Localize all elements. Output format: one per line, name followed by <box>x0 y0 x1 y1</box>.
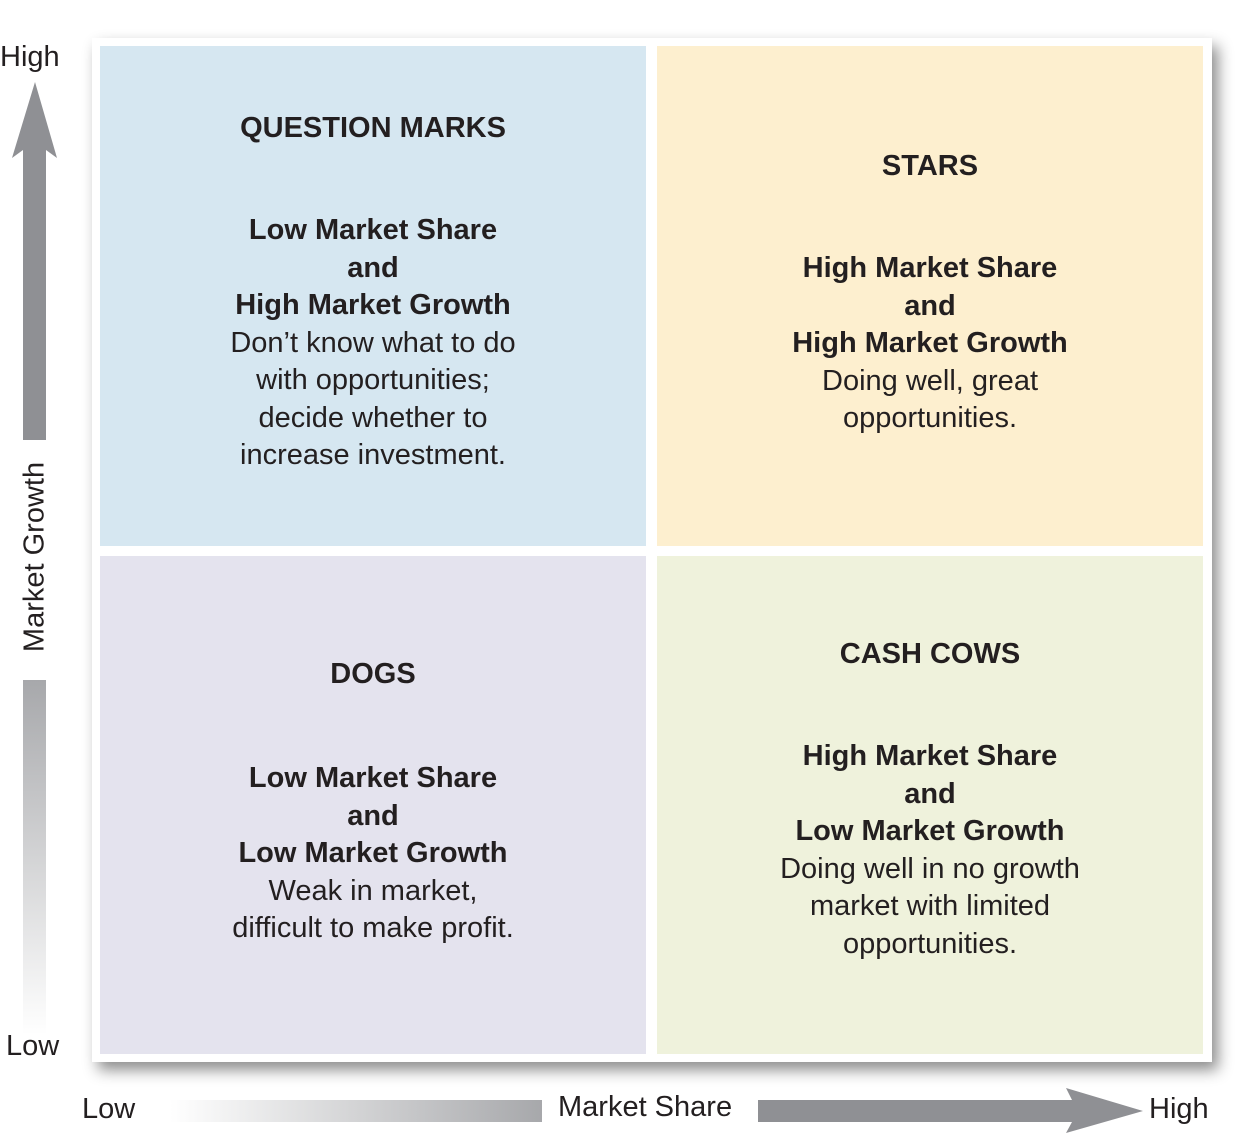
y-axis-arrow-icon <box>12 82 57 1035</box>
desc-line: Weak in market, <box>268 874 478 907</box>
quadrant-body: High Market Share and High Market Growth… <box>657 250 1203 438</box>
growth-text: Low Market Growth <box>238 837 508 869</box>
growth-text: Low Market Growth <box>795 815 1065 847</box>
and-text: and <box>904 289 956 322</box>
and-text: and <box>347 251 399 284</box>
and-text: and <box>904 777 956 810</box>
desc-line: opportunities. <box>842 927 1018 960</box>
share-text: Low Market Share <box>248 762 498 794</box>
quadrant-title: DOGS <box>330 658 416 690</box>
x-axis-low-label: Low <box>82 1093 136 1125</box>
quadrant-body: Low Market Share and High Market Growth … <box>100 212 646 475</box>
share-text: High Market Share <box>802 740 1058 772</box>
growth-text: High Market Growth <box>235 289 511 321</box>
desc-line: Doing well, great <box>822 364 1038 397</box>
desc-line: market with limited <box>809 890 1051 922</box>
y-axis-low-label: Low <box>6 1030 60 1062</box>
quadrant-title: CASH COWS <box>839 638 1021 670</box>
x-axis-arrow-icon <box>170 1088 1143 1133</box>
quadrant-body: High Market Share and Low Market Growth … <box>657 738 1203 963</box>
and-text: and <box>347 799 399 832</box>
quadrant-dogs: DOGS Low Market Share and Low Market Gro… <box>100 556 646 1054</box>
growth-text: High Market Growth <box>792 327 1068 359</box>
quadrant-cash-cows: CASH COWS High Market Share and Low Mark… <box>657 556 1203 1054</box>
desc-line: opportunities. <box>842 402 1018 434</box>
x-axis-high-label: High <box>1149 1093 1209 1125</box>
desc-line: with opportunities; <box>256 364 490 396</box>
y-axis-high-label: High <box>0 41 60 73</box>
quadrant-stars: STARS High Market Share and High Market … <box>657 46 1203 546</box>
desc-line: difficult to make profit. <box>232 912 514 944</box>
desc-line: Don’t know what to do <box>230 326 516 359</box>
y-axis-title: Market Growth <box>18 461 51 653</box>
desc-line: increase investment. <box>240 439 506 471</box>
quadrant-question-marks: QUESTION MARKS Low Market Share and High… <box>100 46 646 546</box>
quadrant-body: Low Market Share and Low Market Growth W… <box>100 760 646 948</box>
x-axis-title: Market Share <box>558 1091 733 1123</box>
share-text: Low Market Share <box>248 214 498 246</box>
quadrant-title: QUESTION MARKS <box>240 112 506 144</box>
quadrant-title: STARS <box>881 150 979 182</box>
share-text: High Market Share <box>802 252 1058 284</box>
desc-line: decide whether to <box>258 401 488 434</box>
desc-line: Doing well in no growth <box>780 852 1080 885</box>
